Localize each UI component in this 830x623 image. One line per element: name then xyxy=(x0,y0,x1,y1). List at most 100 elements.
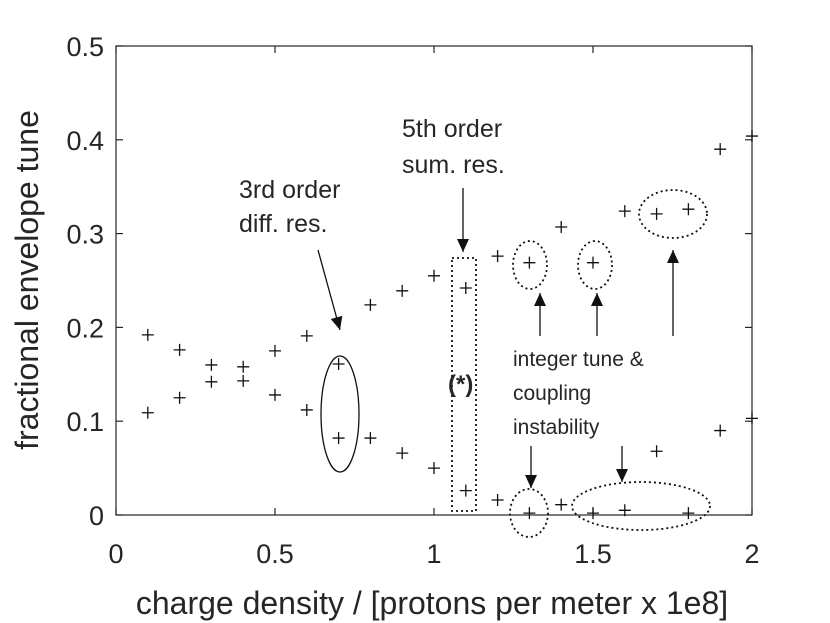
point-marker xyxy=(141,328,154,341)
point-marker xyxy=(714,424,727,437)
dotted-ellipse xyxy=(638,189,708,239)
annotation-3rd-order-line: 3rd order xyxy=(239,176,340,204)
data-point xyxy=(618,205,631,218)
point-marker xyxy=(746,130,758,143)
arrow-head xyxy=(457,239,469,252)
point-marker xyxy=(269,344,281,357)
y-tick-label: 0.4 xyxy=(66,126,104,156)
x-tick-label: 1.5 xyxy=(574,539,612,569)
point-marker xyxy=(746,412,758,425)
point-marker xyxy=(714,143,727,156)
data-point xyxy=(682,203,695,216)
data-point xyxy=(173,391,186,404)
point-marker xyxy=(332,432,345,445)
annotation-integer-tune-line: instability xyxy=(513,416,600,439)
x-axis-label: charge density / [protons per meter x 1e… xyxy=(136,585,728,621)
data-point xyxy=(650,207,663,220)
data-point xyxy=(332,357,345,370)
arrow-line xyxy=(317,249,341,331)
annotation-integer-tune-line: integer tune & xyxy=(513,348,644,371)
point-marker xyxy=(428,269,440,282)
data-points xyxy=(141,130,758,520)
data-point xyxy=(555,221,568,234)
y-tick-label: 0.1 xyxy=(66,407,104,437)
point-marker xyxy=(269,388,281,401)
data-point xyxy=(237,374,250,387)
data-point xyxy=(523,507,536,520)
data-point xyxy=(587,507,599,520)
annotation-5th-order-line: sum. res. xyxy=(402,151,505,179)
annotation-arrow xyxy=(317,249,343,331)
point-marker xyxy=(173,391,186,404)
annotation-star-line: (*) xyxy=(448,371,473,398)
point-marker xyxy=(491,250,504,263)
x-tick-label: 1 xyxy=(426,539,441,569)
point-marker xyxy=(396,284,409,297)
annotation-arrow xyxy=(525,446,537,488)
data-point xyxy=(205,358,218,371)
point-marker xyxy=(587,256,599,269)
resonance-ellipse xyxy=(320,355,360,473)
data-point xyxy=(459,484,472,497)
data-point xyxy=(491,493,504,506)
arrow-head xyxy=(667,250,679,263)
data-point xyxy=(428,462,440,475)
point-marker xyxy=(332,357,345,370)
data-point xyxy=(300,329,313,342)
arrow-head xyxy=(616,469,628,482)
y-tick-label: 0 xyxy=(89,501,104,531)
annotation-integer-tune-line: coupling xyxy=(513,382,591,405)
point-marker xyxy=(396,447,409,460)
annotation-arrow xyxy=(616,446,628,482)
data-point xyxy=(618,504,631,517)
point-marker xyxy=(205,375,218,388)
data-point xyxy=(523,256,536,269)
point-marker xyxy=(300,403,313,416)
data-point xyxy=(364,298,377,311)
data-point xyxy=(300,403,313,416)
data-point xyxy=(332,432,345,445)
data-point xyxy=(428,269,440,282)
data-point xyxy=(269,344,281,357)
data-point xyxy=(205,375,218,388)
point-marker xyxy=(205,358,218,371)
point-marker xyxy=(459,484,472,497)
annotation-3rd-order-line: diff. res. xyxy=(239,210,327,238)
data-point xyxy=(746,412,758,425)
annotation-arrow xyxy=(667,250,679,336)
point-marker xyxy=(587,507,599,520)
data-point xyxy=(555,498,568,511)
data-point xyxy=(587,256,599,269)
annotation-5th-order-line: 5th order xyxy=(402,115,502,143)
dotted-ellipse xyxy=(512,240,548,290)
point-marker xyxy=(523,507,536,520)
annotation-arrow xyxy=(534,293,546,336)
data-point xyxy=(746,130,758,143)
data-point xyxy=(650,445,663,458)
annotation-shapes xyxy=(317,188,711,538)
data-point xyxy=(269,388,281,401)
point-marker xyxy=(491,493,504,506)
data-point xyxy=(682,507,695,520)
resonance-dotted-box xyxy=(451,257,477,512)
point-marker xyxy=(173,343,186,356)
y-tick-label: 0.5 xyxy=(66,32,104,62)
dotted-ellipse xyxy=(571,481,711,531)
point-marker xyxy=(237,374,250,387)
data-point xyxy=(491,250,504,263)
arrow-head xyxy=(591,293,603,306)
data-point xyxy=(714,424,727,437)
arrow-head xyxy=(525,475,537,488)
data-point xyxy=(459,282,472,295)
y-axis-label: fractional envelope tune xyxy=(9,110,45,450)
point-marker xyxy=(618,205,631,218)
point-marker xyxy=(237,360,250,373)
x-tick-label: 2 xyxy=(744,539,759,569)
arrow-head xyxy=(330,315,343,330)
x-tick-label: 0 xyxy=(108,539,123,569)
annotation-arrow xyxy=(591,293,603,336)
dotted-ellipse xyxy=(577,240,613,290)
point-marker xyxy=(682,203,695,216)
point-marker xyxy=(682,507,695,520)
